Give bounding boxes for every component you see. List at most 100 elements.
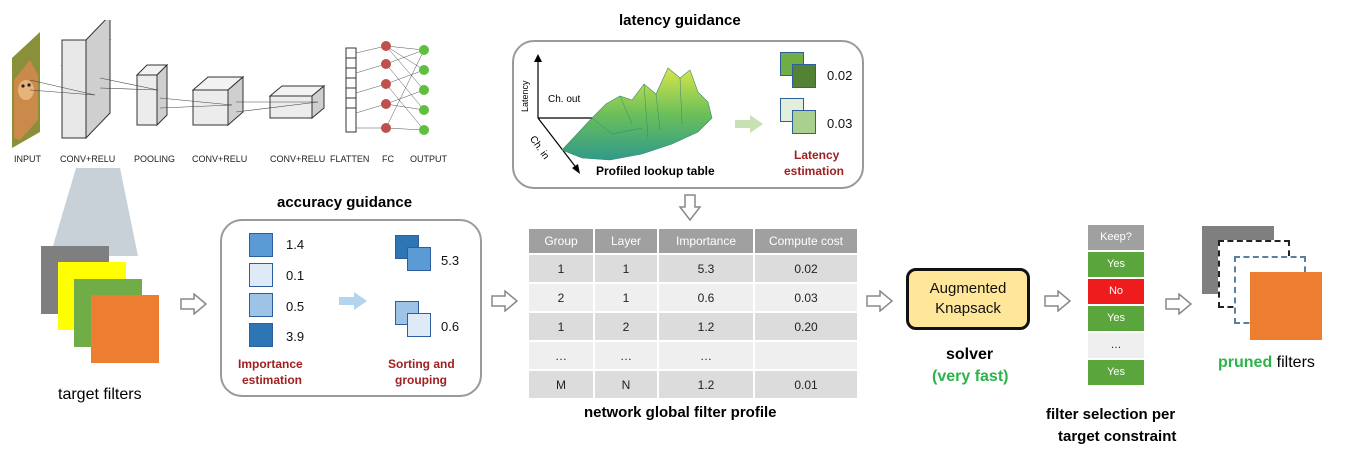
cnn-label-conv1: CONV+RELU <box>60 154 116 164</box>
table-cell: 5.3 <box>659 255 753 282</box>
cnn-label-conv3: CONV+RELU <box>270 154 326 164</box>
latency-guidance-panel: Latency Ch. out Ch. in Profiled lookup t… <box>512 40 864 189</box>
table-cell: 2 <box>595 313 657 340</box>
table-cell: 1 <box>595 255 657 282</box>
conv-block-1 <box>60 20 112 140</box>
importance-value-1: 1.4 <box>286 237 305 252</box>
latency-square-front-2 <box>792 110 816 134</box>
arrow-right-icon <box>1044 290 1072 312</box>
cnn-label-output: OUTPUT <box>410 154 447 164</box>
table-cell: 1 <box>529 313 593 340</box>
filters-word: filters <box>1272 354 1315 371</box>
cnn-label-conv2: CONV+RELU <box>192 154 248 164</box>
output-nodes <box>419 45 429 135</box>
fc-nodes <box>381 41 391 133</box>
group-square-front-1 <box>407 247 431 271</box>
axis-ch-out-label: Ch. out <box>548 94 581 105</box>
importance-square-4 <box>249 323 273 347</box>
keep-cell: No <box>1088 279 1144 304</box>
selection-caption-1: filter selection per <box>1046 406 1176 423</box>
table-header-cell: Compute cost <box>755 229 857 253</box>
table-header-cell: Importance <box>659 229 753 253</box>
group-value-2: 0.6 <box>441 319 460 334</box>
table-row: 1 1 5.3 0.02 <box>529 255 857 282</box>
table-cell <box>755 342 857 369</box>
pruned-filters-label: pruned filters <box>1218 354 1315 372</box>
table-cell: M <box>529 371 593 398</box>
pooling-block <box>135 63 169 127</box>
lookup-table-caption: Profiled lookup table <box>596 164 715 178</box>
table-row: 2 1 0.6 0.03 <box>529 284 857 311</box>
importance-label-2: estimation <box>242 373 303 387</box>
table-cell: 0.02 <box>755 255 857 282</box>
pruned-word: pruned <box>1218 354 1273 371</box>
filter-profile-table: Group Layer Importance Compute cost 1 1 … <box>527 227 859 400</box>
table-row: … … … <box>529 342 857 369</box>
importance-square-2 <box>249 263 273 287</box>
accuracy-guidance-title: accuracy guidance <box>277 194 413 211</box>
cnn-label-pooling: POOLING <box>134 154 176 164</box>
profile-table-caption: network global filter profile <box>584 404 777 421</box>
zoom-funnel <box>50 168 138 256</box>
table-cell: 0.01 <box>755 371 857 398</box>
solver-label: solver <box>946 346 994 363</box>
table-header-cell: Layer <box>595 229 657 253</box>
importance-square-3 <box>249 293 273 317</box>
keep-cell: Yes <box>1088 360 1144 385</box>
filter-orange <box>91 295 159 363</box>
flatten-column <box>345 47 357 133</box>
table-cell: 1 <box>529 255 593 282</box>
table-cell: 1.2 <box>659 313 753 340</box>
pruned-filter-orange <box>1250 272 1322 340</box>
input-image <box>12 32 40 148</box>
cnn-label-fc: FC <box>382 154 394 164</box>
sorting-label-2: grouping <box>395 373 447 387</box>
importance-label-1: Importance <box>238 357 303 371</box>
table-cell: … <box>659 342 753 369</box>
group-square-front-2 <box>407 313 431 337</box>
arrow-right-icon <box>1165 293 1193 315</box>
keep-cell: … <box>1088 333 1144 358</box>
accuracy-guidance-panel: 1.4 0.1 0.5 3.9 Importance estimation 5.… <box>220 219 482 397</box>
importance-value-2: 0.1 <box>286 268 305 283</box>
table-cell: … <box>529 342 593 369</box>
table-row: M N 1.2 0.01 <box>529 371 857 398</box>
table-cell: N <box>595 371 657 398</box>
conv-block-3 <box>268 84 326 120</box>
keep-cell: Yes <box>1088 306 1144 331</box>
cnn-diagram <box>12 20 429 148</box>
sorting-label-1: Sorting and <box>388 357 455 371</box>
sort-arrow-icon <box>339 292 367 310</box>
importance-value-4: 3.9 <box>286 329 305 344</box>
latency-arrow-icon <box>735 115 763 133</box>
latency-estimation-label-1: Latency <box>794 148 840 162</box>
table-cell: 1.2 <box>659 371 753 398</box>
arrow-right-icon <box>866 290 894 312</box>
importance-value-3: 0.5 <box>286 299 305 314</box>
latency-estimation-label-2: estimation <box>784 164 845 178</box>
keep-cell: Yes <box>1088 252 1144 277</box>
latency-estimate-1: 0.02 <box>827 68 853 83</box>
cnn-label-input: INPUT <box>14 154 41 164</box>
solver-speed-label: (very fast) <box>932 368 1009 385</box>
latency-square-front-1 <box>792 64 816 88</box>
latency-guidance-title: latency guidance <box>619 12 741 29</box>
table-cell: 1 <box>595 284 657 311</box>
table-header-row: Group Layer Importance Compute cost <box>529 229 857 253</box>
latency-surface-plot <box>534 54 713 174</box>
table-cell: 0.03 <box>755 284 857 311</box>
group-value-1: 5.3 <box>441 253 460 268</box>
augmented-knapsack-box: Augmented Knapsack <box>906 268 1030 330</box>
table-cell: 2 <box>529 284 593 311</box>
table-header-cell: Group <box>529 229 593 253</box>
table-row: 1 2 1.2 0.20 <box>529 313 857 340</box>
table-cell: 0.6 <box>659 284 753 311</box>
conv-block-2 <box>191 75 245 127</box>
axis-latency-label: Latency <box>520 80 530 112</box>
importance-square-1 <box>249 233 273 257</box>
arrow-right-icon <box>180 293 208 315</box>
arrow-right-icon <box>491 290 519 312</box>
latency-estimate-2: 0.03 <box>827 116 853 131</box>
arrow-down-icon <box>678 194 702 222</box>
table-cell: 0.20 <box>755 313 857 340</box>
